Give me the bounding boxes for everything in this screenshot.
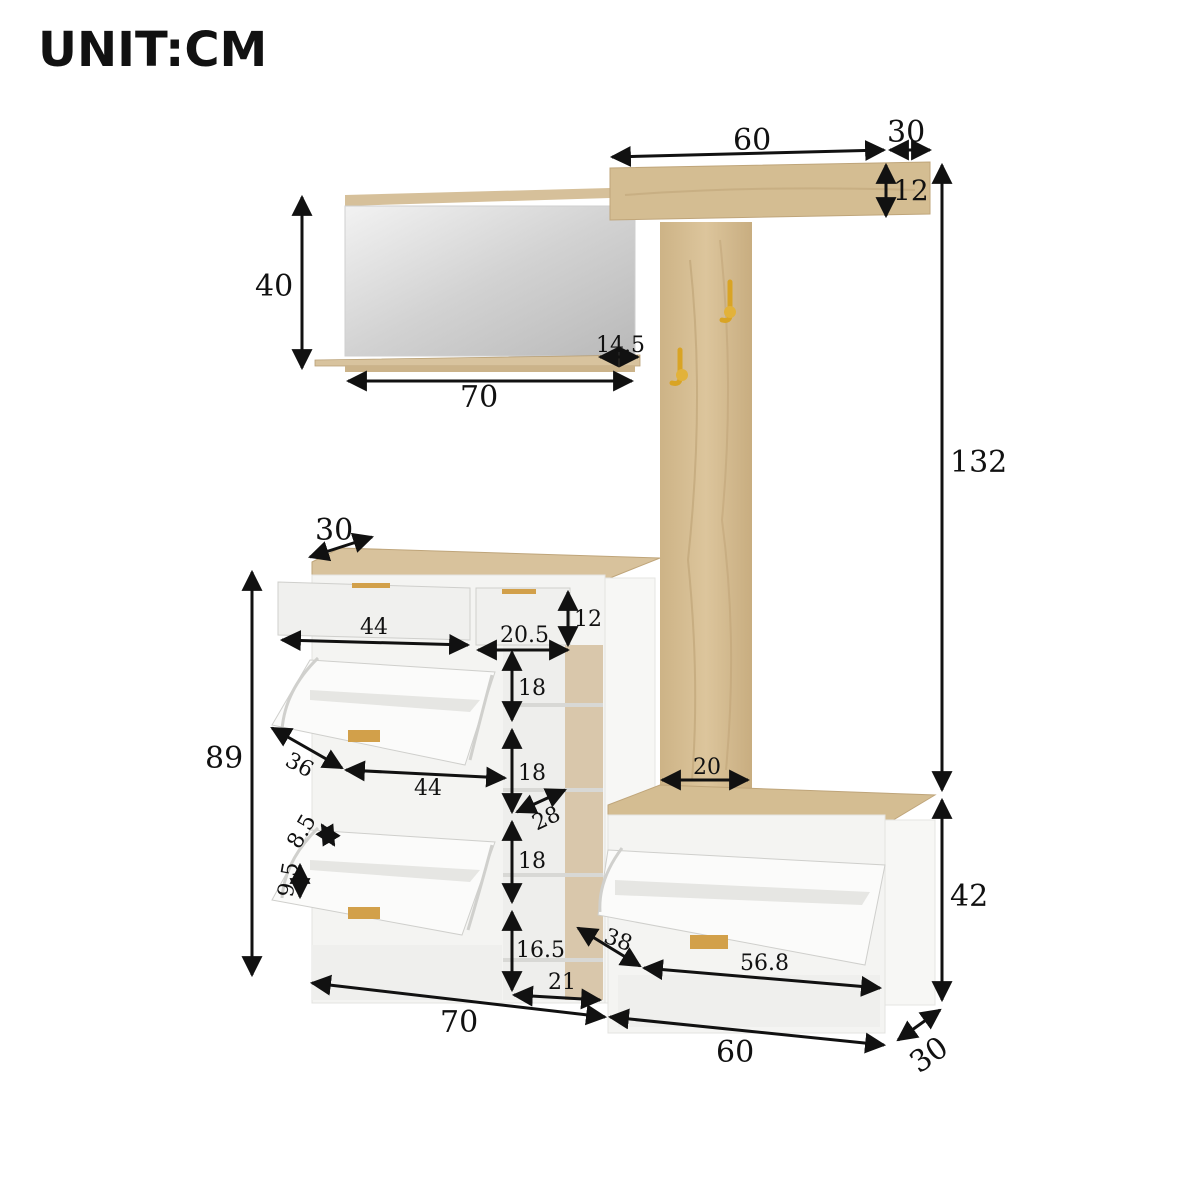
- dim-mirror-shelf-depth: 14.5: [596, 333, 645, 358]
- dim-mirror-width: 70: [460, 380, 498, 415]
- dimension-labels: 60 30 12 40 14.5 70 132 30 44 20.5 12 18…: [205, 115, 1007, 1081]
- top-shelf: [609, 161, 931, 221]
- drawer-handle-icon: [352, 583, 390, 588]
- dim-shelf-width: 60: [733, 123, 771, 158]
- dim-cabinet-depth: 30: [315, 513, 353, 548]
- dim-bench-depth: 30: [903, 1030, 954, 1081]
- dim-cabinet-height: 89: [205, 741, 243, 776]
- drawer-handle-icon: [502, 589, 536, 594]
- dim-mirror-height: 40: [255, 269, 293, 304]
- dim-coat-rack-width: 20: [693, 755, 721, 780]
- coat-hook-icon: [719, 279, 736, 323]
- dim-drawer-height: 12: [574, 607, 602, 632]
- drawer-handle-icon: [348, 907, 380, 919]
- dim-drawer-right-width: 20.5: [500, 623, 549, 648]
- mirror-glass: [344, 205, 636, 357]
- dim-open-shelf-4: 16.5: [516, 938, 565, 963]
- dim-coat-rack-height: 132: [950, 445, 1007, 480]
- coat-rack: [609, 161, 931, 790]
- dimension-lines: [241, 139, 953, 1054]
- mirror-top-rail: [345, 188, 610, 206]
- dim-open-shelf-3: 18: [518, 849, 546, 874]
- dim-bench-width: 60: [716, 1035, 754, 1070]
- bench-body-side: [884, 819, 936, 1006]
- shoe-flap-upper: [271, 656, 496, 766]
- dim-flap-gap-b: 9.5: [274, 860, 305, 899]
- bench-cabinet: [597, 784, 937, 1034]
- mirror-shelf-edge: [345, 366, 635, 372]
- shoe-flap-lower: [271, 826, 496, 936]
- drawer-handle-icon: [690, 935, 728, 949]
- dim-open-shelf-1: 18: [518, 676, 546, 701]
- bench-shoe-flap: [597, 847, 886, 966]
- coat-hook-icon: [669, 347, 688, 386]
- coat-rack-panel: [660, 222, 752, 790]
- dim-shelf-height: 12: [893, 174, 929, 207]
- mirror-shelf: [314, 354, 641, 367]
- dim-bench-height: 42: [950, 879, 988, 914]
- mirror-unit: [314, 188, 641, 372]
- dim-flap-width-left: 44: [414, 776, 442, 801]
- dim-cabinet-width: 70: [440, 1005, 478, 1040]
- dim-bench-flap-width: 56.8: [740, 951, 789, 976]
- dim-open-shelf-width: 21: [548, 970, 576, 995]
- dim-drawer-left-width: 44: [360, 615, 388, 640]
- drawer-handle-icon: [348, 730, 380, 742]
- unit-title: UNIT:CM: [38, 22, 268, 78]
- dim-open-shelf-2: 18: [518, 761, 546, 786]
- dim-shelf-depth-top: 30: [887, 115, 925, 150]
